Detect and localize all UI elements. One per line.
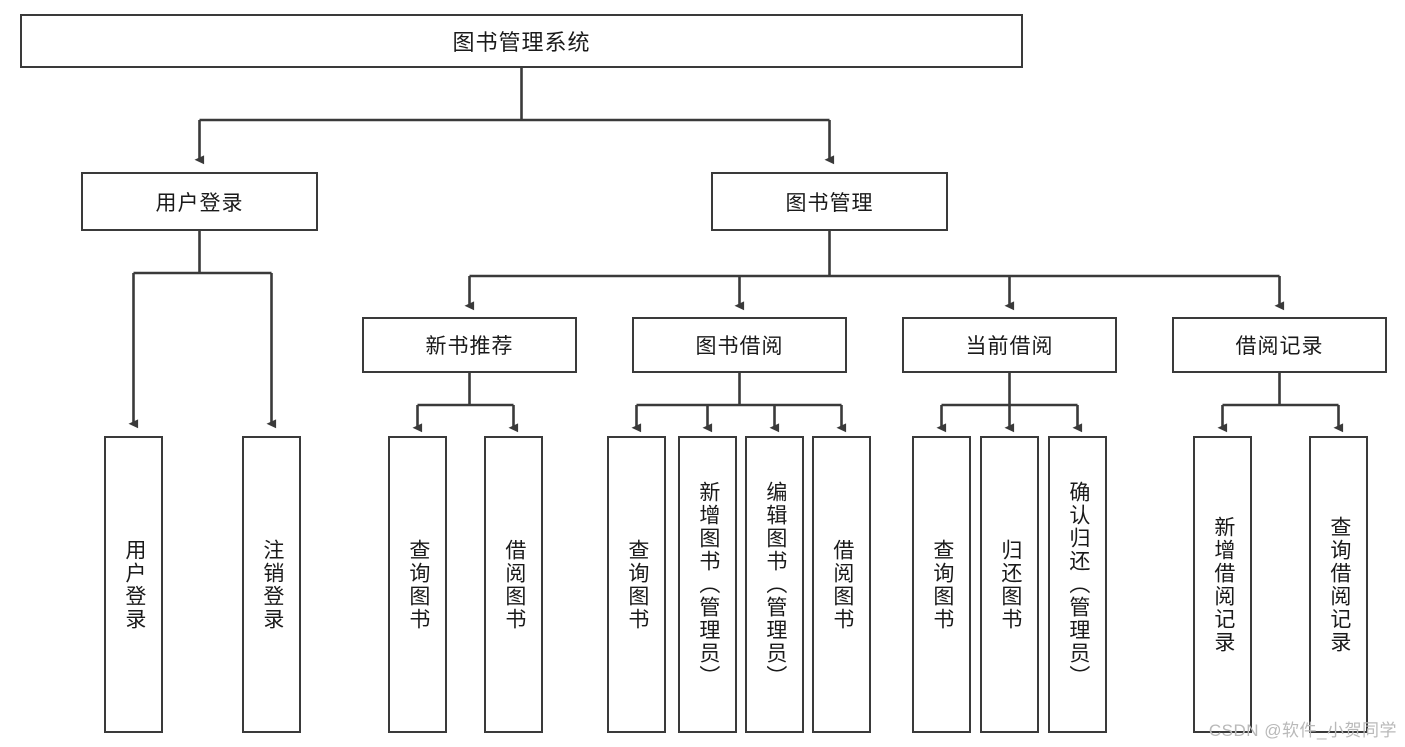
leaf-label: 查询图书 bbox=[930, 538, 954, 631]
leaf-book-borrow-add-book[interactable]: 新增图书（管理员） bbox=[678, 436, 737, 733]
leaf-label: 编辑图书（管理员） bbox=[763, 481, 787, 688]
leaf-current-borrow-query-book[interactable]: 查询图书 bbox=[912, 436, 971, 733]
node-book-borrow[interactable]: 图书借阅 bbox=[632, 317, 847, 373]
leaf-current-borrow-return-book[interactable]: 归还图书 bbox=[980, 436, 1039, 733]
leaf-book-borrow-edit-book[interactable]: 编辑图书（管理员） bbox=[745, 436, 804, 733]
csdn-watermark: CSDN @软件_小贺同学 bbox=[1208, 721, 1397, 740]
node-user-login[interactable]: 用户登录 bbox=[81, 172, 318, 231]
leaf-current-borrow-confirm-return[interactable]: 确认归还（管理员） bbox=[1048, 436, 1107, 733]
leaf-book-borrow-borrow-book[interactable]: 借阅图书 bbox=[812, 436, 871, 733]
node-current-borrow[interactable]: 当前借阅 bbox=[902, 317, 1117, 373]
leaf-label: 新增借阅记录 bbox=[1211, 515, 1235, 654]
leaf-borrow-record-add-record[interactable]: 新增借阅记录 bbox=[1193, 436, 1252, 733]
leaf-label: 注销登录 bbox=[260, 538, 284, 631]
node-root-system[interactable]: 图书管理系统 bbox=[20, 14, 1023, 68]
leaf-user-login-login[interactable]: 用户登录 bbox=[104, 436, 163, 733]
leaf-new-book-borrow-book[interactable]: 借阅图书 bbox=[484, 436, 543, 733]
leaf-borrow-record-query-record[interactable]: 查询借阅记录 bbox=[1309, 436, 1368, 733]
leaf-label: 用户登录 bbox=[122, 538, 146, 631]
leaf-label: 查询图书 bbox=[406, 538, 430, 631]
leaf-label: 借阅图书 bbox=[502, 538, 526, 631]
leaf-label: 归还图书 bbox=[998, 538, 1022, 631]
node-book-management[interactable]: 图书管理 bbox=[711, 172, 948, 231]
leaf-label: 借阅图书 bbox=[830, 538, 854, 631]
leaf-label: 确认归还（管理员） bbox=[1066, 481, 1090, 688]
leaf-user-login-logout[interactable]: 注销登录 bbox=[242, 436, 301, 733]
node-borrow-record[interactable]: 借阅记录 bbox=[1172, 317, 1387, 373]
leaf-label: 查询图书 bbox=[625, 538, 649, 631]
leaf-book-borrow-query-book[interactable]: 查询图书 bbox=[607, 436, 666, 733]
node-new-book-recommend[interactable]: 新书推荐 bbox=[362, 317, 577, 373]
leaf-label: 查询借阅记录 bbox=[1327, 515, 1351, 654]
leaf-new-book-query-book[interactable]: 查询图书 bbox=[388, 436, 447, 733]
leaf-label: 新增图书（管理员） bbox=[696, 481, 720, 688]
